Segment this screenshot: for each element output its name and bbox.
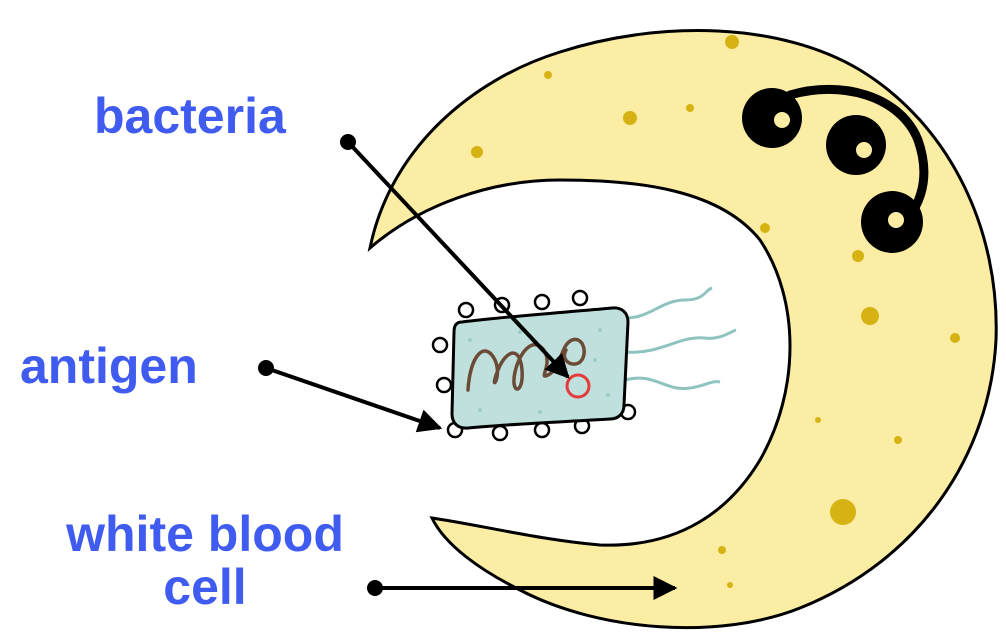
label-white-blood-cell-line2: cell [20, 561, 390, 614]
label-antigen: antigen [20, 340, 198, 393]
flagellum [620, 288, 712, 318]
cell-spot [718, 546, 726, 554]
label-white-blood-cell: white blood cell [20, 508, 390, 613]
antigen-marker [459, 303, 473, 317]
label-bacteria: bacteria [94, 90, 286, 143]
antigen-marker [493, 426, 507, 440]
flagellum [625, 378, 720, 388]
cell-spot [950, 333, 960, 343]
cell-spot [894, 436, 902, 444]
cell-spot [727, 582, 733, 588]
bacterium-icon [433, 288, 736, 440]
cell-spot [623, 111, 637, 125]
antigen-marker [437, 378, 451, 392]
antigen-marker [433, 338, 447, 352]
cell-spot [544, 71, 552, 79]
cell-spot [760, 223, 770, 233]
cell-spot [725, 35, 739, 49]
pointer-antigen [258, 360, 440, 428]
cell-spot [830, 499, 856, 525]
flagellum [625, 330, 736, 352]
cell-spot [852, 250, 864, 262]
antigen-marker [535, 295, 549, 309]
antigen-marker [535, 423, 549, 437]
antigen-marker [573, 291, 587, 305]
cell-spot [861, 307, 879, 325]
label-white-blood-cell-line1: white blood [20, 508, 390, 561]
cell-spot [815, 417, 821, 423]
cell-spot [686, 104, 694, 112]
cell-spot [471, 146, 483, 158]
